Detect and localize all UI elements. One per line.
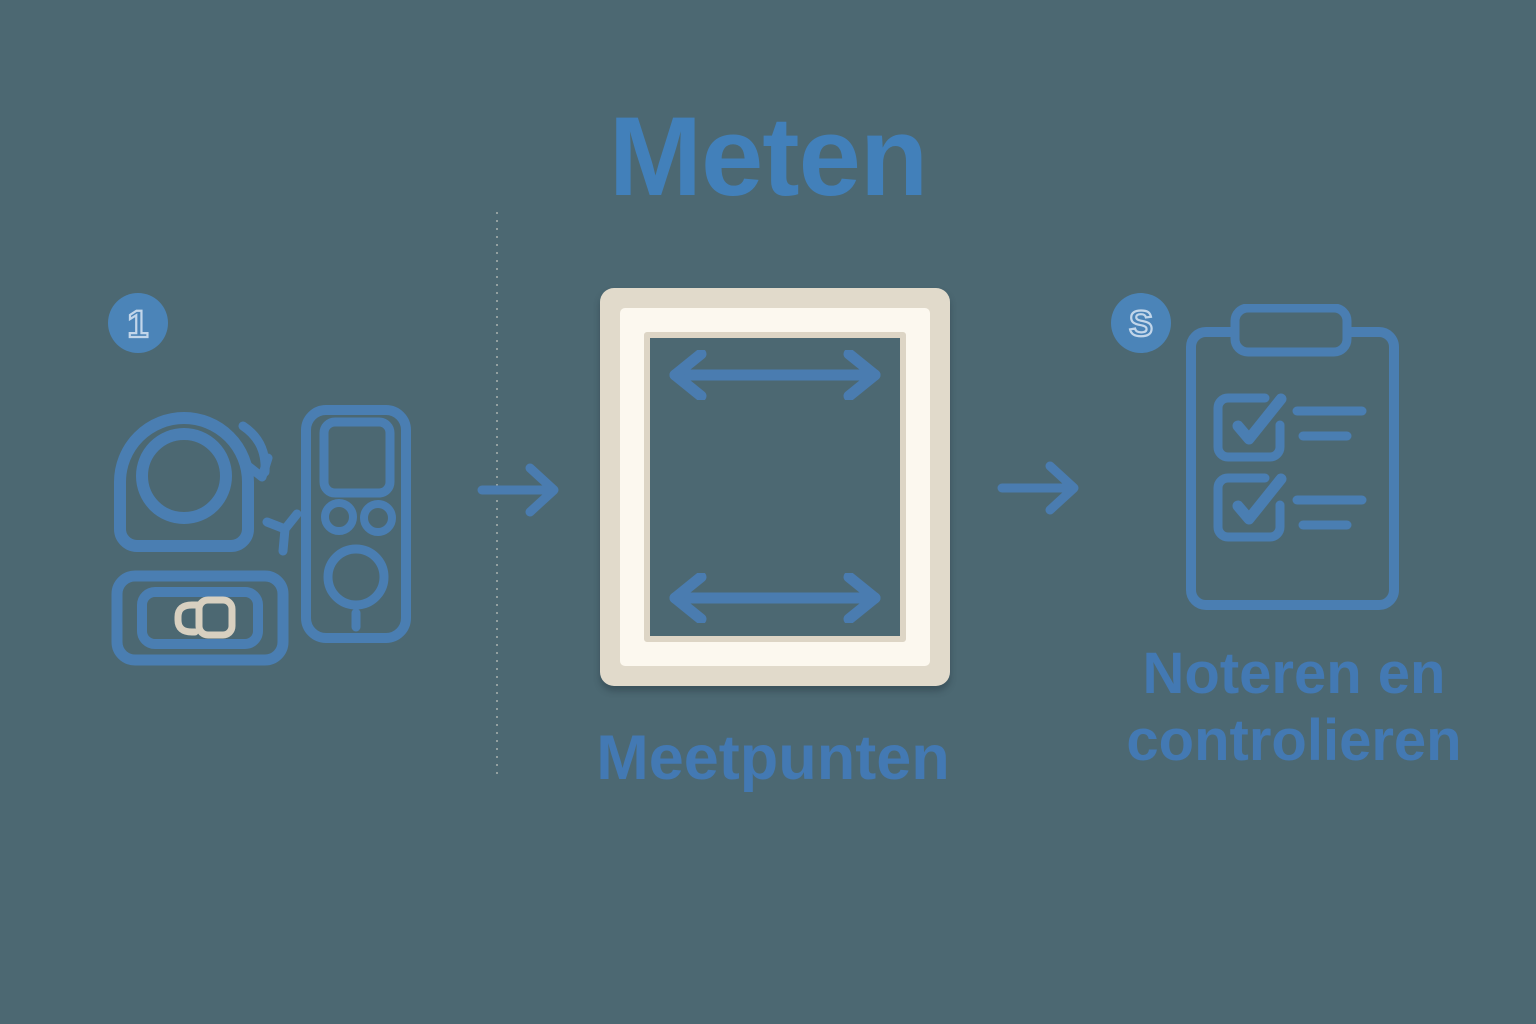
noteren-label: Noteren en controlieren <box>1126 641 1462 774</box>
level-bubble-vial <box>195 596 236 639</box>
step-record-badge: S <box>1111 293 1171 353</box>
laser-distance-meter-icon <box>301 404 411 644</box>
checkbox-1 <box>1213 393 1285 462</box>
checkmark-2 <box>1232 473 1287 525</box>
badge-circle-icon: 1 <box>108 293 168 353</box>
step-1-badge: 1 <box>108 293 168 353</box>
width-measure-arrow-top-icon <box>659 350 891 400</box>
window-frame-opening <box>644 332 906 642</box>
page-title: Meten <box>608 94 929 219</box>
clipboard-clip <box>1230 304 1352 357</box>
spirit-level-icon <box>111 570 289 666</box>
window-frame-icon <box>600 288 950 686</box>
tape-measure-icon <box>110 398 310 563</box>
meetpunten-label: Meetpunten <box>596 723 950 793</box>
width-measure-arrow-bottom-icon <box>659 573 891 623</box>
step-record-badge-glyph: S <box>1129 303 1153 344</box>
badge-circle-icon: S <box>1111 293 1171 353</box>
connector-arrow-right-icon <box>476 458 568 522</box>
clipboard-checklist-icon <box>1185 304 1400 614</box>
connector-arrow-right-icon <box>996 456 1088 520</box>
step-1-badge-number: 1 <box>127 304 148 346</box>
checkmark-1 <box>1232 393 1287 445</box>
checkbox-2 <box>1213 473 1285 542</box>
window-frame-inner-white <box>620 308 930 666</box>
